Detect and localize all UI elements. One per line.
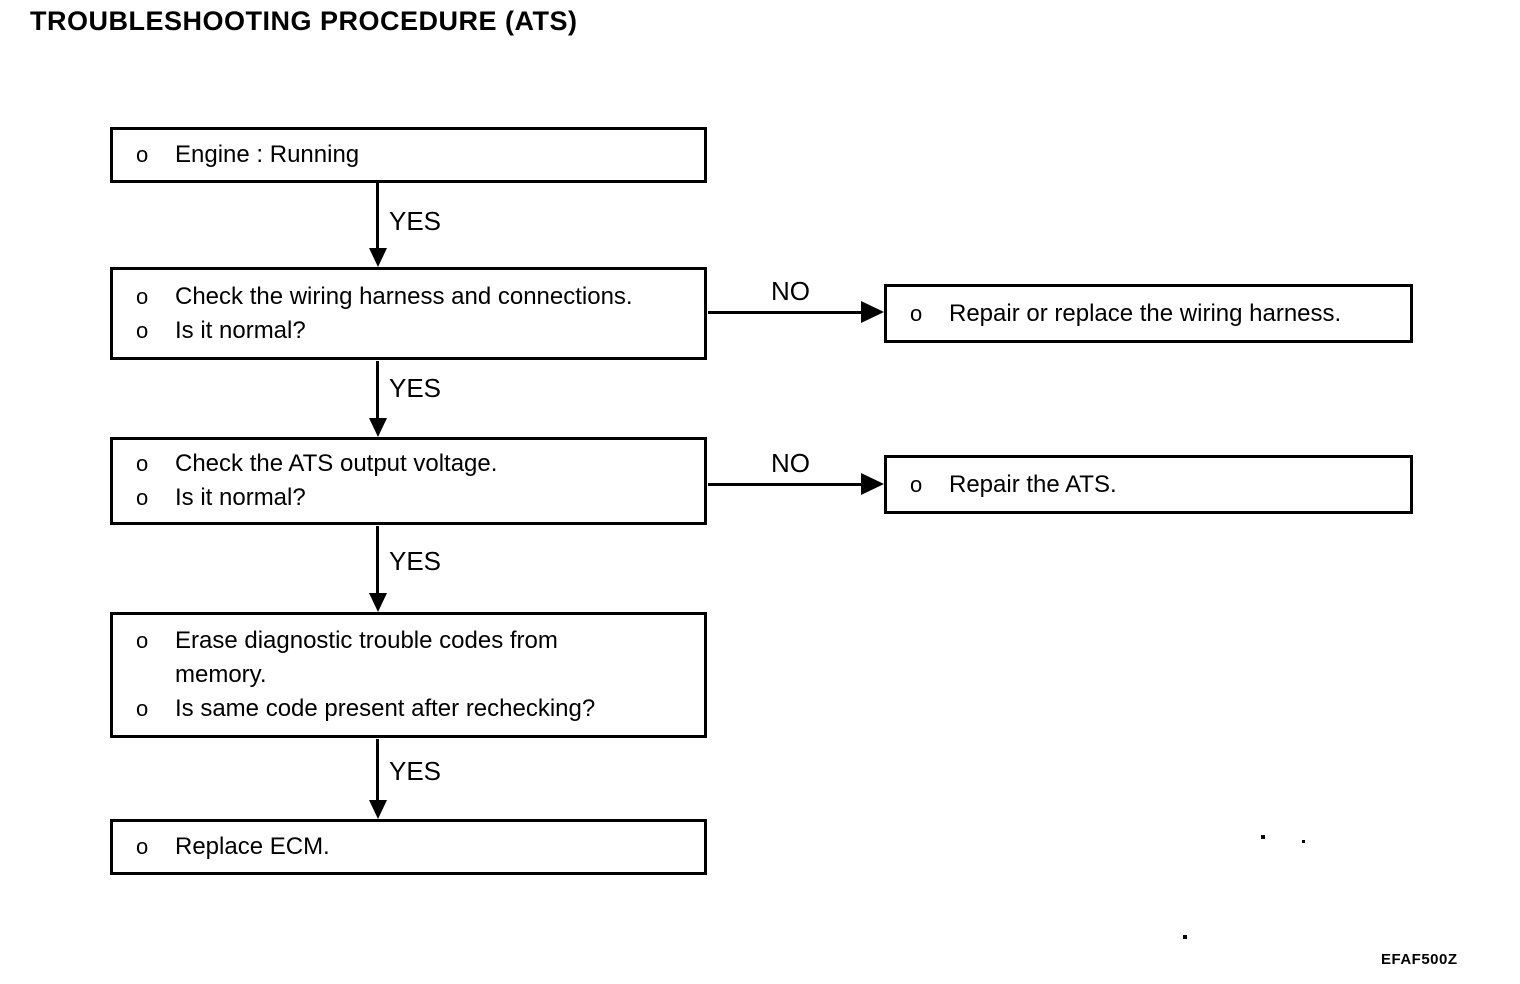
arrow-head-right-icon [861, 473, 884, 495]
bullet-marker: o [136, 834, 149, 859]
step-row: o Is it normal? [113, 481, 704, 515]
step-engine-running: o Engine : Running [110, 127, 707, 183]
arrow-line-yes-3 [376, 526, 379, 594]
arrow-head-down-icon [369, 593, 387, 612]
step-text: Is it normal? [175, 484, 306, 511]
action-row: o Repair or replace the wiring harness. [887, 297, 1410, 331]
step-erase-diagnostic-trouble-codes: o Erase diagnostic trouble codes from me… [110, 612, 707, 738]
arrow-line-no-2 [708, 483, 864, 486]
step-row: o Engine : Running [113, 138, 704, 172]
step-text: Check the wiring harness and connections… [175, 282, 633, 310]
yes-label: YES [389, 756, 442, 786]
yes-label: YES [389, 206, 442, 236]
action-repair-or-replace-wiring-harness: o Repair or replace the wiring harness. [884, 284, 1413, 343]
figure-code: EFAF500Z [1381, 951, 1458, 968]
step-text: Is same code present after rechecking? [175, 695, 596, 722]
bullet-marker: o [136, 696, 149, 721]
bullet-marker: o [136, 317, 149, 343]
bullet-marker: o [136, 485, 149, 510]
step-row: o Check the ATS output voltage. [113, 447, 704, 481]
step-row: memory. [113, 658, 704, 692]
step-check-ats-output-voltage: o Check the ATS output voltage. o Is it … [110, 437, 707, 525]
arrow-line-no-1 [708, 311, 864, 314]
bullet-marker: o [136, 283, 149, 309]
step-text: Check the ATS output voltage. [175, 450, 498, 477]
arrow-head-right-icon [861, 301, 884, 323]
bullet-marker: o [136, 451, 149, 476]
bullet-marker: o [136, 142, 149, 167]
yes-label: YES [389, 546, 442, 576]
action-row: o Repair the ATS. [887, 468, 1410, 502]
action-text: Repair the ATS. [949, 470, 1117, 498]
action-repair-ats: o Repair the ATS. [884, 455, 1413, 514]
bullet-marker [113, 658, 175, 692]
step-row: o Replace ECM. [113, 830, 704, 864]
arrow-line-yes-2 [376, 361, 379, 419]
step-row: o Check the wiring harness and connectio… [113, 280, 704, 314]
step-text: memory. [175, 661, 267, 688]
bullet-marker: o [910, 300, 923, 326]
step-text: Replace ECM. [175, 833, 330, 860]
bullet-marker: o [136, 628, 149, 653]
action-text: Repair or replace the wiring harness. [949, 299, 1342, 327]
step-check-wiring-harness: o Check the wiring harness and connectio… [110, 267, 707, 360]
arrow-head-down-icon [369, 248, 387, 267]
arrow-head-down-icon [369, 418, 387, 437]
step-row: o Is same code present after rechecking? [113, 692, 704, 726]
no-label: NO [771, 276, 810, 306]
step-text: Engine : Running [175, 141, 360, 168]
page-title: TROUBLESHOOTING PROCEDURE (ATS) [30, 6, 578, 36]
bullet-marker: o [910, 471, 923, 497]
step-text: Erase diagnostic trouble codes from [175, 627, 558, 654]
arrow-line-yes-4 [376, 739, 379, 801]
arrow-line-yes-1 [376, 183, 379, 249]
scan-speck [1261, 835, 1265, 839]
scan-speck [1183, 935, 1187, 939]
step-row: o Erase diagnostic trouble codes from [113, 624, 704, 658]
scan-speck [1302, 840, 1305, 843]
arrow-head-down-icon [369, 800, 387, 819]
step-replace-ecm: o Replace ECM. [110, 819, 707, 875]
no-label: NO [771, 448, 810, 478]
yes-label: YES [389, 373, 442, 403]
step-text: Is it normal? [175, 316, 306, 344]
step-row: o Is it normal? [113, 314, 704, 348]
